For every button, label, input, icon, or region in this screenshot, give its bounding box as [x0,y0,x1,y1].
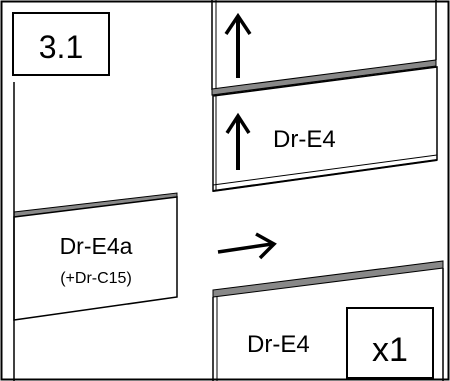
left-panel [13,82,178,381]
up-arrow-icon [225,112,251,170]
right-arrow-icon [217,232,277,260]
panel-sublabel-left: (+Dr-C15) [60,270,132,287]
step-number: 3.1 [39,29,83,65]
up-arrow-icon [224,12,252,78]
panel-label-upper: Dr-E4 [273,126,336,153]
panel-label-lower: Dr-E4 [247,331,310,358]
panel-edge [211,59,437,96]
multiplier-label: x1 [372,331,408,369]
multiplier-box: x1 [346,307,434,379]
step-number-box: 3.1 [12,12,110,76]
lower-right-panel [212,260,444,381]
panel-label-left: Dr-E4a [60,233,133,259]
upper-right-panel [212,66,438,192]
